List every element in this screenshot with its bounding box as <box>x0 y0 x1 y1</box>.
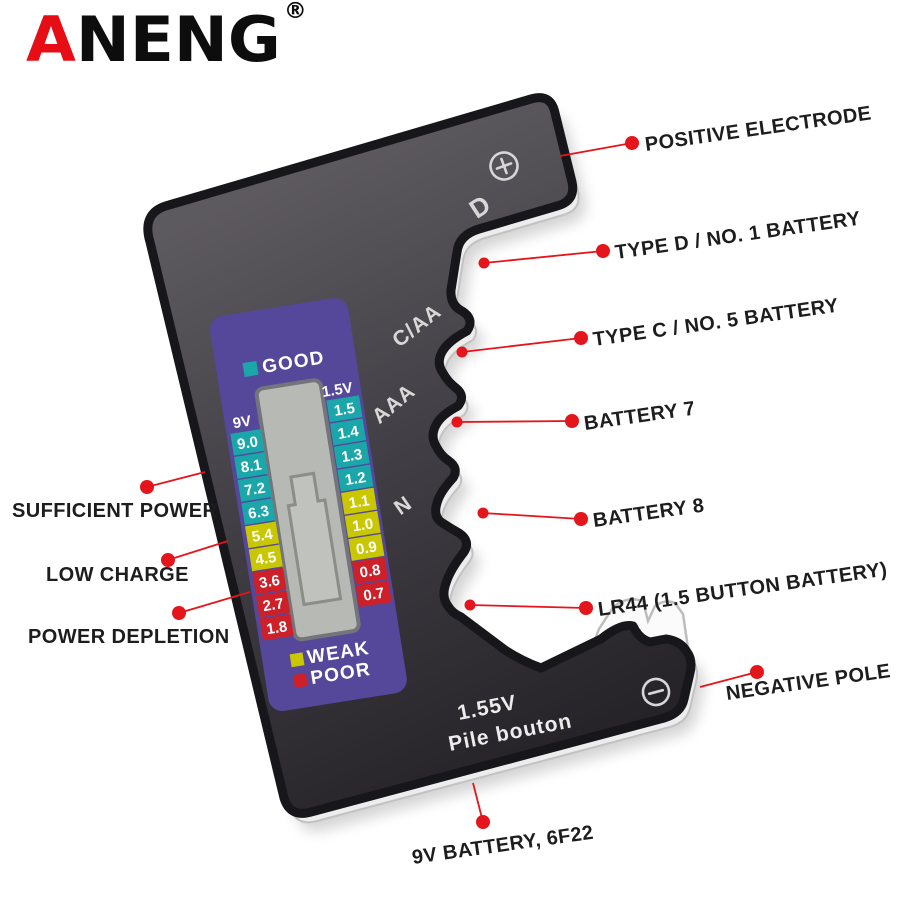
leader-dot <box>579 601 593 615</box>
leader-dot <box>750 665 764 679</box>
leader-line <box>699 671 758 688</box>
leader-line <box>167 540 229 561</box>
scale-cell <box>341 487 378 515</box>
callout: POSITIVE ELECTRODE <box>559 102 873 157</box>
logo-letter-a: A <box>26 3 76 76</box>
callout-label: LOW CHARGE <box>46 564 189 586</box>
scale-cell <box>252 567 287 595</box>
scale-cell <box>230 429 265 456</box>
scale-cell <box>256 590 291 618</box>
scale-cell <box>355 580 392 608</box>
leader-dot <box>478 257 490 269</box>
registered-mark: ® <box>283 0 307 24</box>
scale-value: 1.2 <box>344 469 367 489</box>
scale-value: 2.7 <box>262 595 285 615</box>
scale-cell <box>348 534 385 561</box>
callout-label: TYPE D / NO. 1 BATTERY <box>614 208 863 264</box>
left-scale-column: 9.0 8.1 7.2 6.3 5.4 4.5 3.6 2.7 1.8 <box>230 429 294 641</box>
logo-text: NENG <box>75 3 281 76</box>
callout-label: BATTERY 8 <box>592 495 706 532</box>
callout: LOW CHARGE <box>46 540 229 586</box>
scale-cell <box>237 475 272 502</box>
scale-cell <box>245 521 280 549</box>
leader-dot <box>140 480 154 494</box>
callout-label: TYPE C / NO. 5 BATTERY <box>592 295 841 351</box>
scale-cell <box>326 395 363 423</box>
scale-cell <box>351 557 389 585</box>
scale-value: 1.8 <box>265 618 288 638</box>
scale-value: 1.0 <box>351 515 374 535</box>
callout-label: BATTERY 7 <box>583 398 697 435</box>
callout-label: 9V BATTERY, 6F22 <box>411 822 595 869</box>
callout-label: POWER DEPLETION <box>28 626 230 648</box>
negative-terminal-icon <box>641 677 671 707</box>
callout-label: POSITIVE ELECTRODE <box>644 102 873 156</box>
leader-dot <box>477 507 489 519</box>
scale-value: 5.4 <box>251 526 275 546</box>
scale-cell <box>241 498 276 525</box>
leader-dot <box>574 512 588 526</box>
lcd-panel: GOOD 9V 1.5V 9.08.17.26.35.44.53.62.71.8… <box>210 298 407 712</box>
scale-value: 1.3 <box>340 446 363 466</box>
right-scale-column: 1.5 1.4 1.3 1.2 1.1 1.0 0.9 0.8 0.7 <box>326 395 392 608</box>
leader-dot <box>574 331 588 345</box>
scale-cell <box>234 452 269 479</box>
scale-value: 0.9 <box>355 538 378 558</box>
leader-line <box>483 250 604 264</box>
callout: POWER DEPLETION <box>28 591 251 648</box>
scale-value: 0.7 <box>362 585 385 605</box>
leader-line <box>469 604 587 609</box>
leader-line <box>456 420 573 423</box>
positive-terminal-icon <box>489 151 519 181</box>
scale-value: 1.4 <box>337 423 361 443</box>
scale-value: 9.0 <box>236 433 259 453</box>
scale-value: 4.5 <box>254 549 277 569</box>
callout: NEGATIVE POLE <box>699 660 892 705</box>
scale-cell <box>344 510 381 538</box>
leader-dot <box>456 346 468 358</box>
weak-indicator-square <box>289 652 305 668</box>
scale-cell <box>259 613 294 641</box>
leader-dot <box>476 815 490 829</box>
leader-line <box>178 591 251 614</box>
leader-line <box>146 471 206 488</box>
good-indicator-square <box>242 360 259 377</box>
voltage-header-9v: 9V <box>232 413 253 433</box>
scale-value: 6.3 <box>247 503 270 523</box>
scale-value: 3.6 <box>258 572 281 592</box>
scale-cell <box>333 441 370 469</box>
leader-dot <box>161 553 175 567</box>
callout-label: NEGATIVE POLE <box>725 660 892 705</box>
scale-value: 1.5 <box>333 400 356 420</box>
leader-dot <box>625 136 639 150</box>
leader-dot <box>172 606 186 620</box>
scale-value: 1.1 <box>348 492 371 512</box>
callout-label: LR44 (1.5 BUTTON BATTERY) <box>597 559 889 621</box>
device-body <box>148 98 691 814</box>
voltage-header-1-5v: 1.5V <box>321 379 354 401</box>
callout: BATTERY 8 <box>477 495 706 532</box>
leader-line <box>482 512 582 520</box>
callout: TYPE C / NO. 5 BATTERY <box>456 295 841 358</box>
callout: BATTERY 7 <box>451 398 697 435</box>
callout-label: SUFFICIENT POWER <box>12 500 217 522</box>
leader-line <box>461 337 582 353</box>
scale-cell <box>248 544 283 572</box>
battery-glyph <box>286 471 343 607</box>
poor-indicator-square <box>292 673 308 688</box>
brand-logo: ANENG® <box>26 0 307 76</box>
scale-value: 8.1 <box>240 456 263 476</box>
leader-dot <box>464 599 476 611</box>
scale-value: 7.2 <box>243 480 266 500</box>
leader-line <box>559 142 633 157</box>
leader-dot <box>451 416 463 428</box>
scale-cell <box>337 464 374 492</box>
callout: SUFFICIENT POWER <box>12 471 217 522</box>
scale-cell <box>330 418 367 446</box>
leader-dot <box>596 244 610 258</box>
leader-dot <box>565 414 579 428</box>
scale-value: 0.8 <box>359 562 382 582</box>
